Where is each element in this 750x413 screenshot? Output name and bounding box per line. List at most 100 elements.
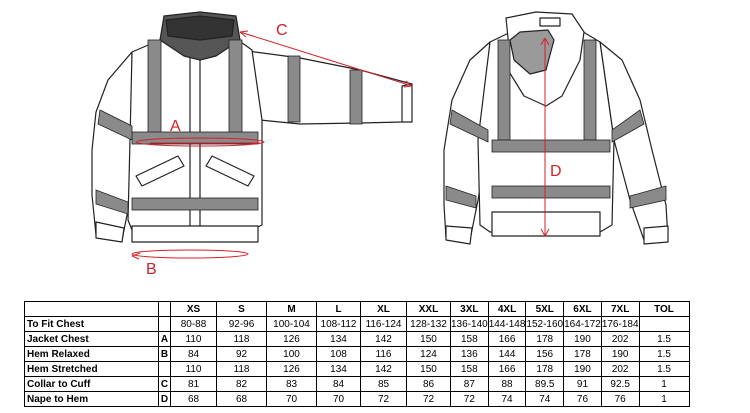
cell: 128-132 <box>406 316 451 332</box>
cell: 84 <box>316 376 361 392</box>
cell: 142 <box>360 361 407 377</box>
cell: 108 <box>316 346 361 362</box>
row-code: B <box>158 346 171 362</box>
cell: 156 <box>525 346 565 362</box>
cell: 85 <box>360 376 407 392</box>
cell: 1.5 <box>638 346 690 362</box>
row-code <box>158 316 171 332</box>
label-c: C <box>276 22 288 39</box>
cell: 1.5 <box>638 331 690 347</box>
cell: 158 <box>450 331 489 347</box>
cell: 126 <box>266 361 317 377</box>
cell: 144-148 <box>487 316 527 332</box>
header-size: XS <box>170 301 217 317</box>
jacket-size-diagram: C A B D <box>91 11 669 278</box>
header-size: S <box>216 301 267 317</box>
cell: 190 <box>600 346 640 362</box>
cell: 1 <box>638 391 690 407</box>
cell: 68 <box>216 391 267 407</box>
table-row: Nape to Hem D 68 68 70 70 72 72 72 74 74… <box>24 391 690 407</box>
cell: 70 <box>266 391 317 407</box>
row-label: To Fit Chest <box>24 316 159 332</box>
cell: 116 <box>360 346 407 362</box>
cell: 1 <box>638 376 690 392</box>
row-label: Hem Stretched <box>24 361 159 377</box>
cell: 92 <box>216 346 267 362</box>
cell: 1.5 <box>638 361 690 377</box>
row-label: Jacket Chest <box>24 331 159 347</box>
row-code <box>158 361 171 377</box>
header-size: XL <box>360 301 407 317</box>
cell: 136 <box>450 346 489 362</box>
size-chart-table: XS S M L XL XXL 3XL 4XL 5XL 6XL 7XL TOL … <box>24 301 690 407</box>
table-row: Jacket Chest A 110 118 126 134 142 150 1… <box>24 331 690 347</box>
cell: 124 <box>406 346 451 362</box>
cell: 190 <box>563 331 602 347</box>
row-code: C <box>158 376 171 392</box>
header-size: 5XL <box>525 301 565 317</box>
label-a: A <box>170 118 181 135</box>
cell: 134 <box>316 361 361 377</box>
table-row: Hem Stretched 110 118 126 134 142 150 15… <box>24 361 690 377</box>
cell: 108-112 <box>316 316 361 332</box>
back-reflective-bands <box>445 39 667 209</box>
measurement-lines-front <box>131 30 413 260</box>
cell: 72 <box>406 391 451 407</box>
cell: 118 <box>216 331 267 347</box>
front-reflective-bands <box>95 39 363 215</box>
cell: 92-96 <box>216 316 267 332</box>
header-size: 6XL <box>563 301 602 317</box>
measurement-line-back <box>540 37 550 237</box>
cell: 152-160 <box>525 316 565 332</box>
cell: 202 <box>600 361 640 377</box>
cell: 126 <box>266 331 317 347</box>
cell <box>638 316 690 332</box>
header-size: XXL <box>406 301 451 317</box>
cell: 100 <box>266 346 317 362</box>
label-b: B <box>146 261 157 278</box>
header-size: 7XL <box>600 301 640 317</box>
cell: 68 <box>170 391 217 407</box>
cell: 80-88 <box>170 316 217 332</box>
cell: 82 <box>216 376 267 392</box>
cell: 72 <box>360 391 407 407</box>
cell: 86 <box>406 376 451 392</box>
header-size: 3XL <box>450 301 489 317</box>
cell: 100-104 <box>266 316 317 332</box>
cell: 178 <box>525 331 565 347</box>
cell: 178 <box>525 361 565 377</box>
cell: 178 <box>563 346 602 362</box>
cell: 166 <box>487 331 527 347</box>
cell: 176-184 <box>600 316 640 332</box>
row-label: Collar to Cuff <box>24 376 159 392</box>
row-label: Hem Relaxed <box>24 346 159 362</box>
cell: 158 <box>450 361 489 377</box>
cell: 136-140 <box>450 316 489 332</box>
cell: 142 <box>360 331 407 347</box>
table-row: To Fit Chest 80-88 92-96 100-104 108-112… <box>24 316 690 332</box>
row-code: A <box>158 331 171 347</box>
cell: 202 <box>600 331 640 347</box>
cell: 150 <box>406 331 451 347</box>
cell: 166 <box>487 361 527 377</box>
header-corner <box>24 301 159 317</box>
cell: 89.5 <box>525 376 565 392</box>
cell: 144 <box>487 346 527 362</box>
size-header-row: XS S M L XL XXL 3XL 4XL 5XL 6XL 7XL TOL <box>24 301 690 317</box>
cell: 72 <box>450 391 489 407</box>
header-size: 4XL <box>487 301 527 317</box>
cell: 118 <box>216 361 267 377</box>
cell: 190 <box>563 361 602 377</box>
cell: 164-172 <box>563 316 602 332</box>
header-code <box>158 301 171 317</box>
table-row: Collar to Cuff C 81 82 83 84 85 86 87 88… <box>24 376 690 392</box>
cell: 110 <box>170 361 217 377</box>
cell: 134 <box>316 331 361 347</box>
cell: 84 <box>170 346 217 362</box>
cell: 74 <box>487 391 527 407</box>
label-d: D <box>550 163 562 180</box>
header-size: L <box>316 301 361 317</box>
cell: 150 <box>406 361 451 377</box>
cell: 92.5 <box>600 376 640 392</box>
cell: 76 <box>563 391 602 407</box>
